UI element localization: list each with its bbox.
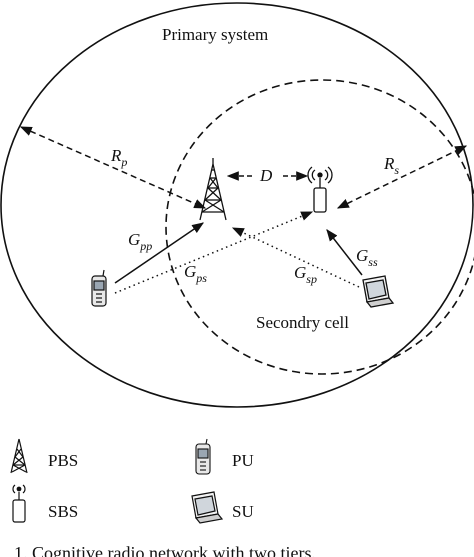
legend-sbs-icon xyxy=(12,484,26,523)
pu-phone-icon xyxy=(91,269,107,307)
legend-pu-icon xyxy=(195,438,211,475)
radius-rp-arrow xyxy=(19,126,207,209)
primary-system-label: Primary system xyxy=(162,25,268,44)
link-gss xyxy=(326,229,363,276)
link-gpp xyxy=(114,222,204,284)
legend-sbs-label: SBS xyxy=(48,502,78,521)
label-gps: Gps xyxy=(184,262,207,285)
link-gps xyxy=(114,211,314,294)
label-gss: Gss xyxy=(356,246,378,269)
legend-pbs-label: PBS xyxy=(48,451,78,470)
label-d: D xyxy=(259,166,273,185)
secondary-cell-circle xyxy=(165,79,474,375)
legend-pbs-icon xyxy=(10,438,28,474)
label-rs: Rs xyxy=(383,154,399,177)
link-gsp xyxy=(231,227,360,288)
primary-system-circle xyxy=(0,2,474,408)
label-rp: Rp xyxy=(110,146,127,169)
legend-su-icon xyxy=(191,491,224,524)
legend-su-label: SU xyxy=(232,502,254,521)
radius-rs-arrow xyxy=(336,145,468,209)
label-gsp: Gsp xyxy=(294,263,317,286)
su-laptop-icon xyxy=(362,275,395,308)
legend-pu-label: PU xyxy=(232,451,254,470)
pbs-tower-icon xyxy=(199,158,227,221)
legend: PBS PU SBS SU xyxy=(10,438,254,524)
label-gpp: Gpp xyxy=(128,230,152,253)
sbs-antenna-icon xyxy=(307,166,333,213)
secondary-cell-label: Secondry cell xyxy=(256,313,349,332)
figure-caption: 1. Cognitive radio network with two tier… xyxy=(14,543,316,557)
